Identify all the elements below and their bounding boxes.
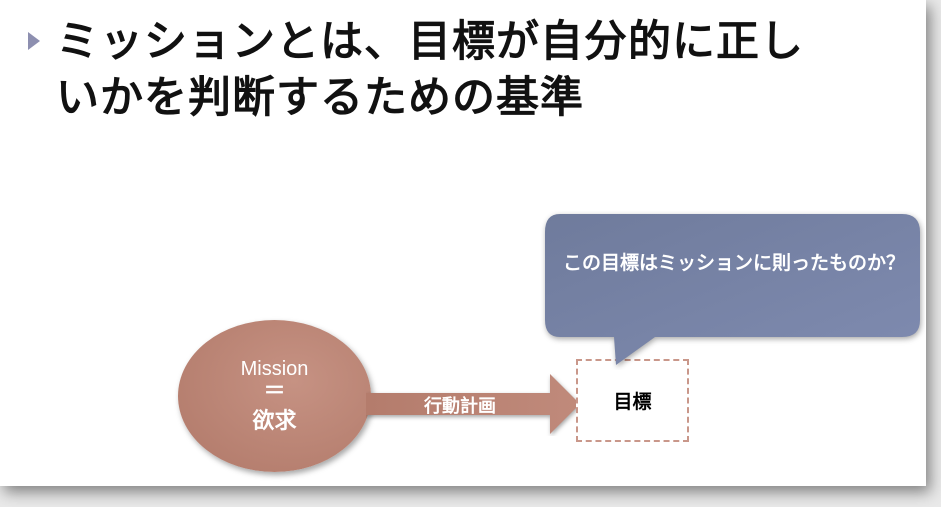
goal-box: 目標	[576, 359, 689, 442]
slide: ミッションとは、目標が自分的に正し いかを判断するための基準 Mission ＝…	[0, 0, 926, 486]
callout-text: この目標はミッションに則ったものか？	[563, 252, 906, 274]
title-line-1: ミッションとは、目標が自分的に正し	[56, 17, 804, 67]
equals-sign: ＝	[263, 379, 286, 404]
bullet-triangle-icon	[28, 32, 40, 50]
action-plan-label: 行動計画	[424, 396, 496, 417]
mission-ellipse: Mission ＝ 欲求	[178, 320, 371, 472]
callout-bubble	[545, 214, 920, 365]
title-line-2: いかを判断するための基準	[56, 73, 584, 123]
action-plan-arrow	[366, 374, 580, 434]
desire-label: 欲求	[252, 409, 297, 434]
slide-title: ミッションとは、目標が自分的に正し いかを判断するための基準	[56, 14, 916, 126]
goal-label: 目標	[613, 391, 652, 413]
mission-label: Mission	[240, 358, 309, 380]
